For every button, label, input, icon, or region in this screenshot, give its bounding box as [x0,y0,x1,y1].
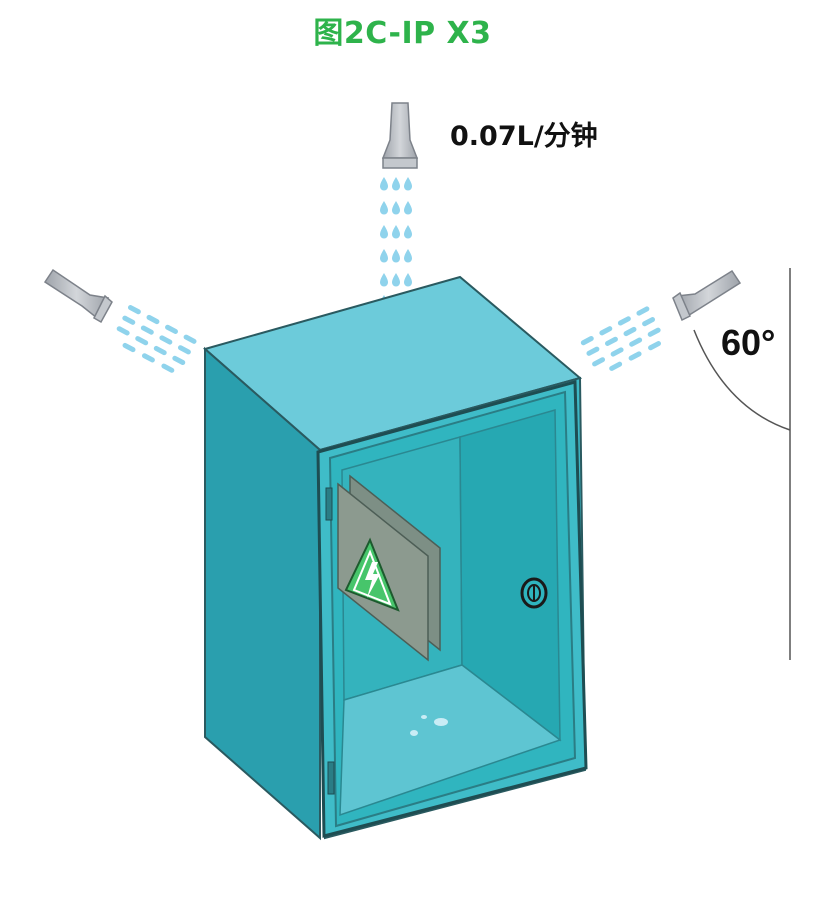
flow-rate-label: 0.07L/分钟 [450,121,598,152]
left-nozzle-icon [43,268,113,324]
door-lock-icon [520,577,548,609]
right-water-spray [580,306,661,371]
top-nozzle-icon [381,102,419,169]
water-puddle [410,715,448,736]
left-water-spray [116,305,197,373]
right-nozzle-icon [672,269,742,322]
top-water-spray [380,177,412,309]
diagram-title: 图2C-IP X3 [313,16,492,51]
angle-indicator [693,268,791,660]
high-voltage-warning-icon [344,537,400,612]
angle-label: 60° [721,322,776,363]
